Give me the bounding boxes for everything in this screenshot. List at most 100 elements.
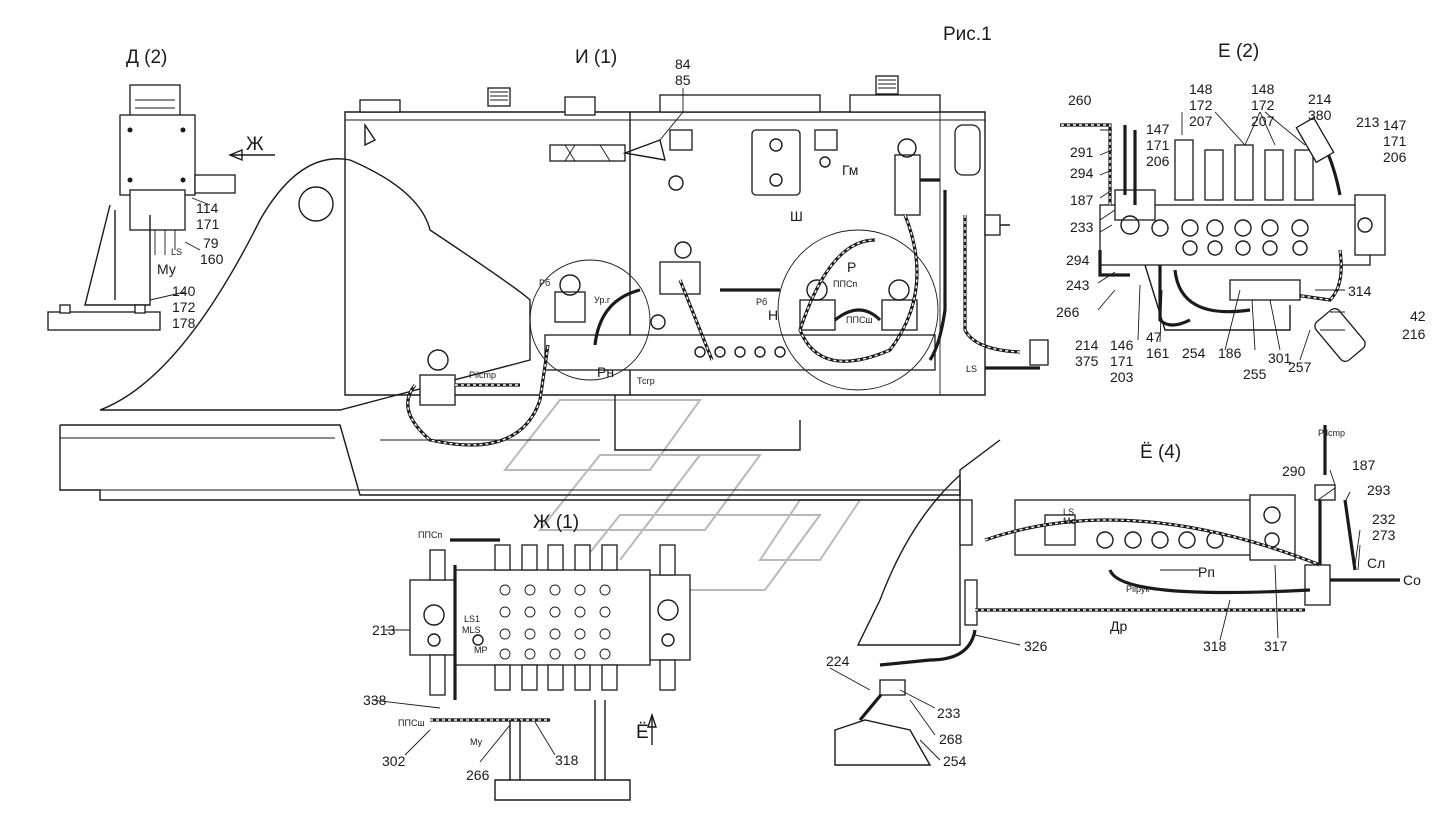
view-title-zh: Ж (1) xyxy=(533,512,579,533)
callout: LS xyxy=(171,247,182,257)
callout: 187 xyxy=(1352,457,1376,473)
callout: 233 xyxy=(1070,219,1094,235)
callout: Pilрук xyxy=(1126,584,1149,594)
callout: 326 xyxy=(1024,638,1048,654)
callout: Pilcmp xyxy=(469,370,496,380)
callout: Му xyxy=(470,737,483,747)
callout: 301 xyxy=(1268,350,1292,366)
callout: Му xyxy=(157,261,176,277)
callout: 291 xyxy=(1070,144,1094,160)
callout: Ур.г xyxy=(594,295,611,305)
callout: LS xyxy=(1063,507,1074,517)
zh-port-grid xyxy=(499,584,611,660)
callout: 213 xyxy=(1356,114,1380,130)
callout: 243 xyxy=(1066,277,1090,293)
callout: MLS xyxy=(462,625,481,635)
callout: 147 xyxy=(1146,121,1170,137)
callout: 207 xyxy=(1251,113,1275,129)
callout: 257 xyxy=(1288,359,1312,375)
view-title-e: Е (2) xyxy=(1218,41,1259,62)
callout: 266 xyxy=(466,767,490,783)
callout: 293 xyxy=(1367,482,1391,498)
callout: Pilcmp xyxy=(1318,428,1345,438)
callout: Тсгр xyxy=(637,376,655,386)
callout: 178 xyxy=(172,315,196,331)
watermark-logo xyxy=(502,399,862,591)
callout: 254 xyxy=(943,753,967,769)
callout: 254 xyxy=(1182,345,1206,361)
direction-mark-yo: Ё xyxy=(636,722,649,743)
leader-lines xyxy=(149,88,1361,763)
callout: 318 xyxy=(555,752,579,768)
callout: 161 xyxy=(1146,345,1170,361)
callout: Ш xyxy=(790,208,803,224)
callout: 140 xyxy=(172,283,196,299)
callout: 186 xyxy=(1218,345,1242,361)
callout: 214 xyxy=(1075,337,1099,353)
callout: Др xyxy=(1110,618,1127,634)
callout: LS xyxy=(966,364,977,374)
callout: Гм xyxy=(842,162,858,178)
callout: 171 xyxy=(1383,133,1407,149)
callout: 206 xyxy=(1146,153,1170,169)
callout: 172 xyxy=(1251,97,1275,113)
callout: Сл xyxy=(1367,555,1385,571)
callout: 214 xyxy=(1308,91,1332,107)
callout: 380 xyxy=(1308,107,1332,123)
callout: 318 xyxy=(1203,638,1227,654)
callout: 171 xyxy=(196,216,220,232)
view-title-d: Д (2) xyxy=(126,47,167,68)
callout: 47 xyxy=(1146,329,1162,345)
callout: 160 xyxy=(200,251,224,267)
callout: Рп xyxy=(1198,564,1215,580)
callout: 213 xyxy=(372,622,396,638)
callout: 232 xyxy=(1372,511,1396,527)
callout: 268 xyxy=(939,731,963,747)
callout: 85 xyxy=(675,72,691,88)
callout: 207 xyxy=(1189,113,1213,129)
callout: 266 xyxy=(1056,304,1080,320)
callout: 255 xyxy=(1243,366,1267,382)
view-yo-valve-bank xyxy=(834,425,1400,766)
callout: 148 xyxy=(1189,81,1213,97)
view-title-yo: Ё (4) xyxy=(1140,442,1181,463)
callout: 147 xyxy=(1383,117,1407,133)
callout: 172 xyxy=(1189,97,1213,113)
direction-mark-zh: Ж xyxy=(246,134,264,155)
view-zh-valve-bank xyxy=(409,538,691,801)
callout: Мо xyxy=(1063,516,1076,526)
callout: 148 xyxy=(1251,81,1275,97)
callout: МР xyxy=(474,645,488,655)
callout: ППСп xyxy=(418,530,442,540)
callout: 338 xyxy=(363,692,387,708)
callout: 171 xyxy=(1146,137,1170,153)
callout: 172 xyxy=(172,299,196,315)
callout: Р xyxy=(847,259,856,275)
callout: 294 xyxy=(1066,252,1090,268)
callout: Рб xyxy=(539,278,550,288)
callout: LS1 xyxy=(464,614,480,624)
figure-title: Рис.1 xyxy=(943,24,992,45)
callout: 314 xyxy=(1348,283,1372,299)
callout: Рн xyxy=(597,364,614,380)
callout: 233 xyxy=(937,705,961,721)
callout: Рб xyxy=(756,297,767,307)
view-e-valve-bank xyxy=(1060,111,1386,362)
callout: 294 xyxy=(1070,165,1094,181)
callout: 146 xyxy=(1110,337,1134,353)
callout: 317 xyxy=(1264,638,1288,654)
callout: 42 xyxy=(1410,308,1426,324)
callout: 114 xyxy=(196,200,219,216)
callout: 375 xyxy=(1075,353,1099,369)
callout: ППСш xyxy=(846,315,873,325)
callout: Н xyxy=(768,307,778,323)
callout: 260 xyxy=(1068,92,1092,108)
callout: 216 xyxy=(1402,326,1426,342)
machine-frame xyxy=(59,75,1001,501)
view-d-bracket xyxy=(47,84,275,331)
callout: 203 xyxy=(1110,369,1134,385)
callout: 224 xyxy=(826,653,850,669)
view-title-i: И (1) xyxy=(575,47,617,68)
callout: 273 xyxy=(1372,527,1396,543)
callout: 171 xyxy=(1110,353,1134,369)
